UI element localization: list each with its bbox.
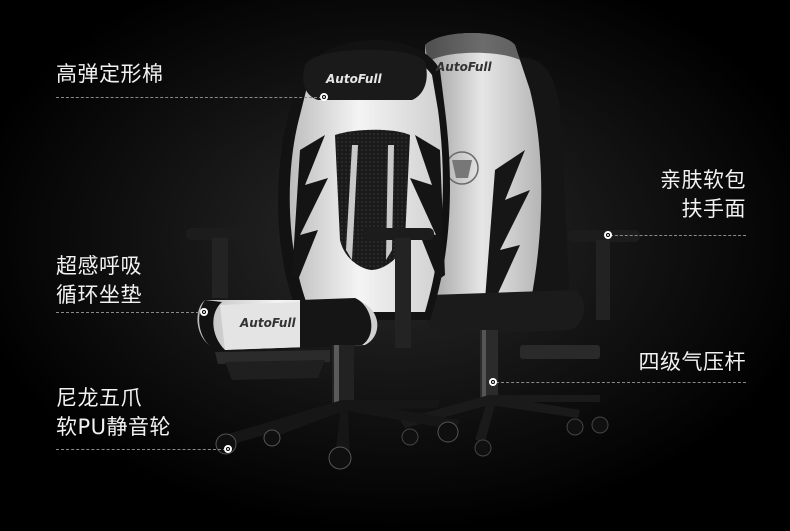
label-line: 循环坐垫 [56,283,142,307]
feature-armrest-label: 亲肤软包 扶手面 [660,166,746,224]
feature-headrest-label: 高弹定形棉 [56,60,164,89]
label-line: 高弹定形棉 [56,62,164,86]
label-line: 软PU静音轮 [56,415,172,439]
label-line: 四级气压杆 [638,350,746,374]
base-marker-dot [224,445,232,453]
armrest-marker-dot [604,231,612,239]
label-line: 超感呼吸 [56,254,142,278]
base-leader-line [56,449,226,450]
seat-marker-dot [200,308,208,316]
feature-base-label: 尼龙五爪 软PU静音轮 [56,384,171,442]
feature-seat-label: 超感呼吸 循环坐垫 [56,252,142,310]
headrest-leader-line [56,97,322,98]
seat-leader-line [56,312,204,313]
label-line: 扶手面 [681,197,746,221]
gas-lift-marker-dot [489,378,497,386]
label-line: 尼龙五爪 [56,386,142,410]
headrest-marker-dot [320,93,328,101]
front-chair [186,40,460,470]
feature-gas-lift-label: 四级气压杆 [639,348,747,377]
armrest-leader-line [610,235,746,236]
seat-logo: AutoFull [240,316,296,330]
gas-lift-leader-line [496,382,746,383]
rear-chair-logo: AutoFull [436,60,492,74]
label-line: 亲肤软包 [660,168,746,192]
front-chair-logo: AutoFull [326,72,382,86]
